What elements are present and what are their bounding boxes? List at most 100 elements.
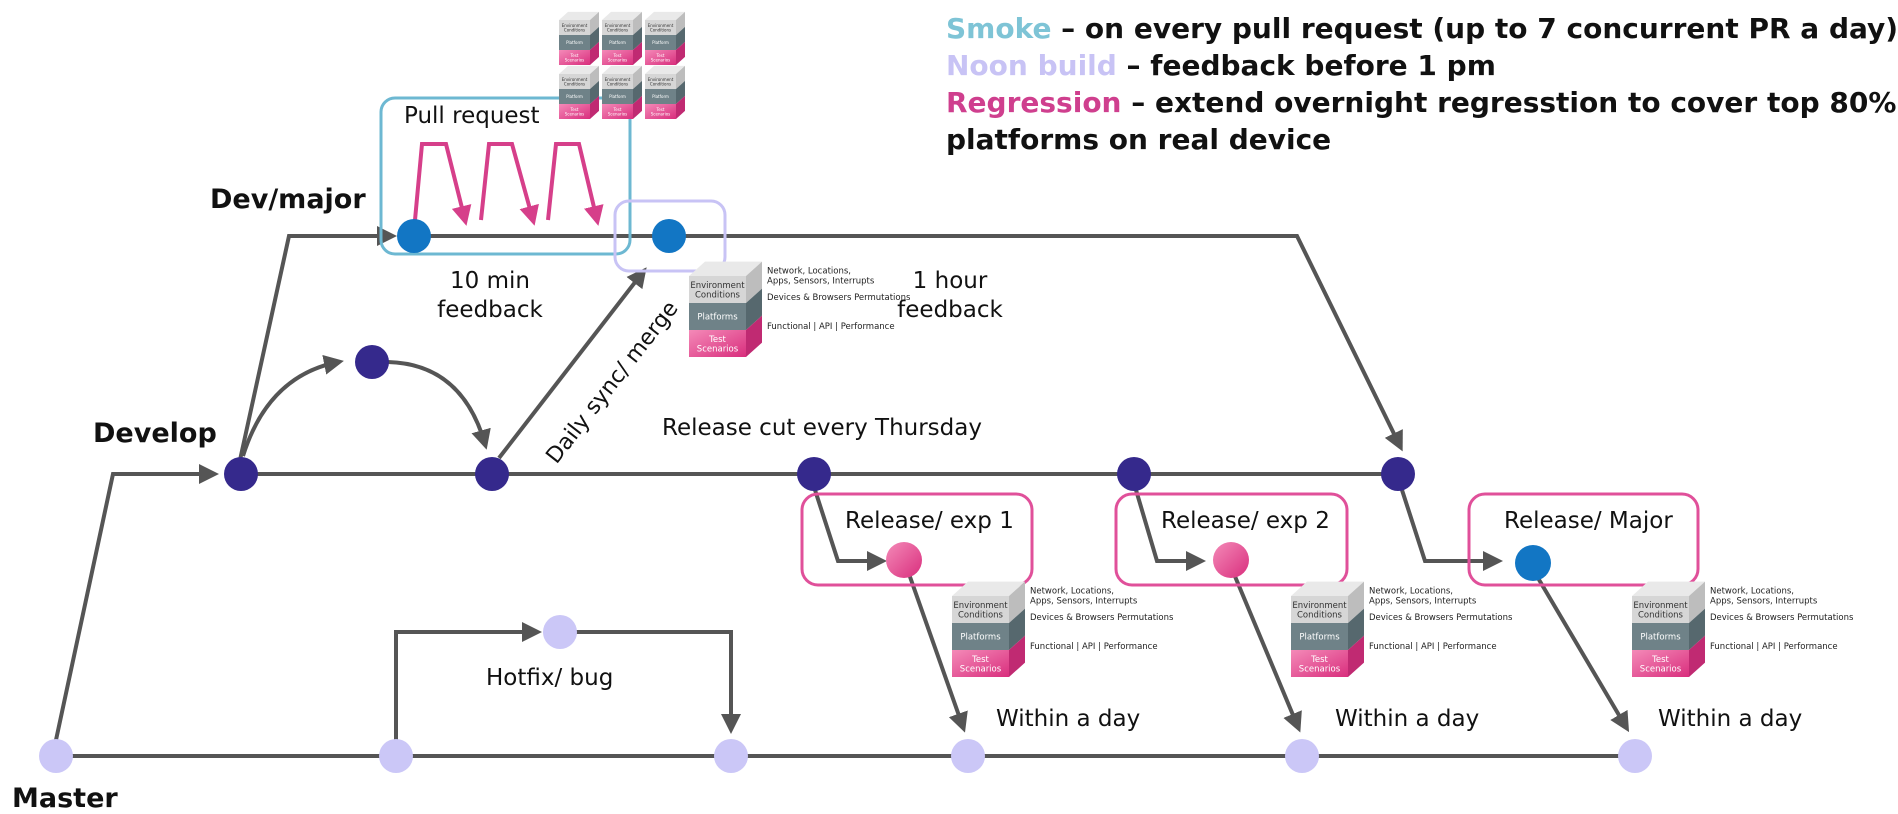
pr-commit-arrow-3	[546, 142, 604, 226]
test-stack-exp2-scenarios-layer-text-1: Test	[1310, 655, 1328, 665]
test-stack-exp1-platforms-layer	[952, 623, 1009, 650]
test-stack-exp2-side-label-1a: Network, Locations,	[1369, 587, 1453, 597]
test-stack-major-scenarios-layer-text-2: Scenarios	[1640, 665, 1682, 675]
test-stack-exp2-side-label-2: Devices & Browsers Permutations	[1369, 613, 1513, 623]
git-flow-diagram: EnvironmentConditionsPlatformsTestScenar…	[39, 11, 1854, 773]
master-node-2	[379, 739, 413, 773]
exp1-to-master-arrow	[907, 573, 968, 733]
release-exp1-label: Release/ exp 1	[845, 508, 1014, 534]
legend-regression-text: – extend overnight regresstion to cover …	[1121, 86, 1897, 119]
test-stack-noon-scenarios-layer-side	[746, 315, 762, 357]
test-stack-noon-environment-layer-text-1: Environment	[690, 281, 745, 291]
master-node-3	[714, 739, 748, 773]
mini-stack-3-scenarios-layer	[645, 50, 676, 65]
mini-stack-2: EnvironmentConditionsPlatformTestScenari…	[602, 11, 642, 65]
legend-noon: Noon build – feedback before 1 pm	[946, 47, 1826, 84]
devmajor-node-1	[397, 219, 431, 253]
exp2-to-master-arrow	[1232, 573, 1302, 733]
test-stack-exp1: EnvironmentConditionsPlatformsTestScenar…	[952, 581, 1174, 677]
mini-stack-6-environment-layer-side	[676, 65, 685, 89]
develop-node-2	[475, 457, 509, 491]
mini-stack-5: EnvironmentConditionsPlatformTestScenari…	[602, 65, 642, 119]
release-major-box	[1467, 492, 1700, 587]
mini-stack-2-platforms-layer-side	[633, 26, 642, 50]
mini-stack-2-scenarios-layer-side	[633, 41, 642, 65]
mini-stack-5-platforms-layer-side	[633, 80, 642, 104]
release-cut-label: Release cut every Thursday	[662, 415, 982, 441]
mini-stack-4-environment-layer-text-1: Environment	[562, 77, 588, 82]
test-stack-major-side-label-1b: Apps, Sensors, Interrupts	[1710, 597, 1818, 607]
test-stack-major-environment-layer-side	[1689, 581, 1705, 623]
daily-sync-arrow	[497, 267, 647, 460]
release-major-arrow	[1400, 489, 1503, 571]
within-a-day-label-1: Within a day	[996, 706, 1141, 732]
pull-request-box	[379, 96, 632, 256]
mini-stack-2-environment-layer-text-1: Environment	[605, 23, 631, 28]
develop-node-4	[1117, 457, 1151, 491]
dev-major-line	[412, 234, 1403, 452]
mini-stack-6-environment-layer	[645, 74, 676, 89]
test-stack-exp2-side-label-3: Functional | API | Performance	[1369, 642, 1497, 652]
test-stack-major-environment-layer-text-1: Environment	[1633, 601, 1688, 611]
pull-request-label: Pull request	[404, 103, 540, 129]
test-stack-noon-environment-layer-text-2: Conditions	[695, 291, 741, 301]
test-stack-exp2-environment-layer	[1291, 596, 1348, 623]
mini-stack-1-environment-layer-side	[590, 11, 599, 35]
test-stack-major: EnvironmentConditionsPlatformsTestScenar…	[1632, 581, 1854, 677]
mini-stack-1-scenarios-layer-text-1: Test	[570, 53, 579, 58]
test-stack-exp2-environment-layer-side	[1348, 581, 1364, 623]
mini-stack-6-scenarios-layer-side	[676, 95, 685, 119]
mini-stack-1-scenarios-layer	[559, 50, 590, 65]
hotfix-node	[543, 615, 577, 649]
release-major-label: Release/ Major	[1504, 508, 1673, 534]
mini-stack-4-scenarios-layer-text-2: Scenarios	[565, 111, 584, 116]
test-stack-exp2-scenarios-layer-text-2: Scenarios	[1299, 665, 1341, 675]
major-to-master-arrow	[1536, 576, 1630, 733]
test-stack-major-scenarios-layer-side	[1689, 635, 1705, 677]
mini-stack-2-environment-layer-side	[633, 11, 642, 35]
mini-stack-4-platforms-layer	[559, 89, 590, 104]
hotfix-out-arrow	[394, 622, 542, 740]
test-stack-noon-platforms-layer-text: Platforms	[697, 312, 738, 322]
test-stack-noon-scenarios-layer-text-2: Scenarios	[697, 345, 739, 355]
test-stack-major-scenarios-layer	[1632, 650, 1689, 677]
mini-stack-4-platforms-layer-text: Platform	[566, 94, 583, 99]
mini-stack-3-environment-layer-text-2: Conditions	[650, 27, 671, 32]
branch-label-master: Master	[12, 783, 118, 814]
test-stack-exp1-scenarios-layer	[952, 650, 1009, 677]
mini-stack-3-environment-layer	[645, 20, 676, 35]
mini-stack-6-top-face	[645, 65, 685, 74]
mini-stack-6-environment-layer-text-2: Conditions	[650, 81, 671, 86]
test-stack-noon-platforms-layer-side	[746, 288, 762, 330]
mini-stack-4-environment-layer	[559, 74, 590, 89]
mini-stack-3-top-face	[645, 11, 685, 20]
test-stack-major-top-face	[1632, 581, 1705, 596]
legend-noon-text: – feedback before 1 pm	[1116, 49, 1496, 82]
test-stack-noon-side-label-1b: Apps, Sensors, Interrupts	[767, 277, 875, 287]
test-stack-exp2-scenarios-layer	[1291, 650, 1348, 677]
develop-to-devmajor-arrow	[238, 226, 397, 461]
mini-stack-4-platforms-layer-side	[590, 80, 599, 104]
release-exp2-box	[1114, 492, 1349, 587]
branch-label-develop: Develop	[93, 418, 217, 449]
test-stack-exp2-platforms-layer-text: Platforms	[1299, 632, 1340, 642]
test-stack-exp1-top-face	[952, 581, 1025, 596]
master-node-1	[39, 739, 73, 773]
mini-stack-3-scenarios-layer-side	[676, 41, 685, 65]
test-stack-exp2: EnvironmentConditionsPlatformsTestScenar…	[1291, 581, 1513, 677]
master-node-5	[1285, 739, 1319, 773]
mini-stack-4-top-face	[559, 65, 599, 74]
mini-stack-5-scenarios-layer-text-2: Scenarios	[608, 111, 627, 116]
mini-stack-1-scenarios-layer-text-2: Scenarios	[565, 57, 584, 62]
mini-stack-3-scenarios-layer-text-2: Scenarios	[651, 57, 670, 62]
one-hour-line2: feedback	[897, 297, 1003, 323]
test-stack-exp1-environment-layer-side	[1009, 581, 1025, 623]
hotfix-in-arrow	[576, 630, 741, 734]
legend-noon-keyword: Noon build	[946, 49, 1117, 82]
mini-stack-5-top-face	[602, 65, 642, 74]
mini-stack-6-environment-layer-text-1: Environment	[648, 77, 674, 82]
devmajor-node-2	[652, 219, 686, 253]
mini-stack-1-environment-layer-text-1: Environment	[562, 23, 588, 28]
test-stack-exp2-top-face	[1291, 581, 1364, 596]
